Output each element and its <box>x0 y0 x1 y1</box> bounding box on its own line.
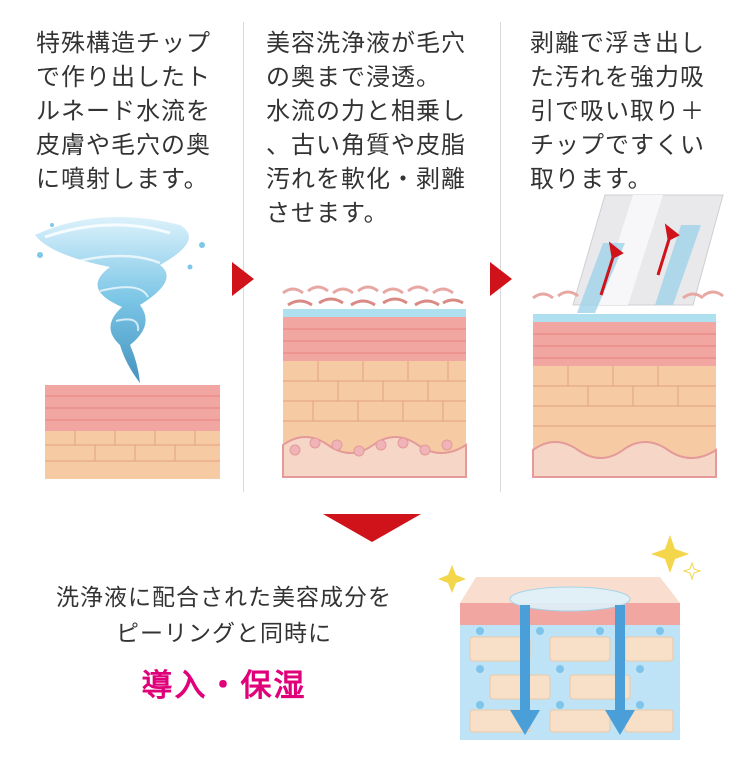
step-1-text: 特殊構造チップ で作り出したト ルネード水流を 皮膚や毛穴の奥 に噴射します。 <box>36 26 211 196</box>
step-3-line-2: た汚れを強力吸 <box>530 63 705 91</box>
column-divider-2 <box>500 22 501 492</box>
next-step-arrow-2 <box>490 262 512 296</box>
step-1-line-3: ルネード水流を <box>36 97 211 125</box>
moisturized-skin-illustration <box>438 535 702 740</box>
tip-suction-illustration <box>532 194 724 478</box>
dead-skin-flakes-icon <box>282 285 464 307</box>
step-1-line-4: 皮膚や毛穴の奥 <box>36 131 211 159</box>
step-1-line-5: に噴射します。 <box>36 165 209 193</box>
step-3-line-5: 取ります。 <box>530 165 653 193</box>
step-2-line-1: 美容洗浄液が毛穴 <box>266 29 466 57</box>
step-2-line-3: 水流の力と相乗し <box>266 97 466 125</box>
tornado-icon <box>35 217 205 383</box>
step-2-text: 美容洗浄液が毛穴 の奥まで浸透。 水流の力と相乗し 、古い角質や皮脂 汚れを軟化… <box>266 26 466 230</box>
skin-layers-icon <box>45 385 220 479</box>
summary-line-1: 洗浄液に配合された美容成分を <box>56 585 392 611</box>
cleansing-liquid-layer <box>283 309 466 317</box>
serum-drop <box>509 586 631 612</box>
suction-arrow-icon <box>599 223 680 296</box>
skin-penetration-illustration <box>282 285 467 478</box>
next-step-arrow-1 <box>232 262 254 296</box>
step-3-text: 剥離で浮き出し た汚れを強力吸 引で吸い取り＋ チップですくい 取ります。 <box>530 26 705 196</box>
tornado-skin-illustration <box>35 217 220 479</box>
result-heading: 導入・保湿 <box>141 668 307 704</box>
summary-line-2: ピーリングと同時に <box>116 621 332 647</box>
result-arrow <box>323 514 421 542</box>
step-3-line-3: 引で吸い取り＋ <box>530 97 705 125</box>
step-1-line-2: で作り出したト <box>36 63 211 91</box>
step-1-line-1: 特殊構造チップ <box>36 29 211 57</box>
step-2-line-2: の奥まで浸透。 <box>266 63 441 91</box>
sparkle-icon <box>438 535 702 593</box>
column-divider-1 <box>243 22 244 492</box>
step-3-line-1: 剥離で浮き出し <box>530 29 705 57</box>
step-2-line-5: 汚れを軟化・剥離 <box>266 165 466 193</box>
step-2-line-4: 、古い角質や皮脂 <box>266 131 466 159</box>
step-2-line-6: させます。 <box>266 199 389 227</box>
step-3-line-4: チップですくい <box>530 131 705 159</box>
penetration-arrow-icon <box>510 605 635 735</box>
